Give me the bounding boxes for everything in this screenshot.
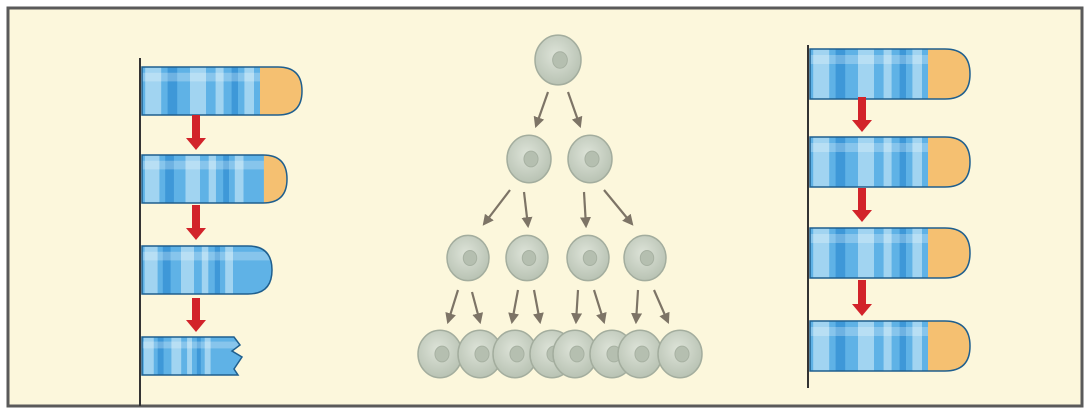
right-chromosome-outline bbox=[809, 48, 971, 100]
cell bbox=[505, 234, 549, 282]
left-chromosome-body bbox=[142, 67, 302, 115]
right-chromosome-3 bbox=[809, 227, 971, 279]
right-chromosome-2 bbox=[809, 136, 971, 188]
division-arrow bbox=[445, 289, 460, 325]
right-chromosome-outline bbox=[809, 136, 971, 188]
division-arrow bbox=[508, 289, 520, 325]
right-telomere-cap bbox=[928, 137, 970, 187]
division-arrow bbox=[533, 91, 550, 129]
division-arrow bbox=[592, 289, 607, 325]
cell bbox=[534, 34, 582, 86]
division-arrow bbox=[532, 289, 544, 325]
left-red-arrow bbox=[186, 205, 206, 240]
right-chromosome-body bbox=[810, 137, 970, 187]
left-chromosome-1 bbox=[141, 66, 303, 116]
left-chromosome-outline bbox=[141, 66, 303, 116]
division-arrow bbox=[470, 291, 484, 325]
cell bbox=[657, 329, 703, 379]
right-telomere-cap bbox=[928, 321, 970, 371]
division-arrow bbox=[482, 189, 511, 226]
division-arrow bbox=[521, 191, 533, 229]
cell bbox=[617, 329, 663, 379]
division-arrow bbox=[571, 289, 583, 325]
cell bbox=[623, 234, 667, 282]
cell bbox=[552, 329, 598, 379]
right-chromosome-body bbox=[810, 49, 970, 99]
right-red-arrow bbox=[852, 97, 872, 132]
left-red-arrow bbox=[186, 115, 206, 150]
cell-division-tree bbox=[417, 34, 703, 379]
division-arrow bbox=[603, 189, 634, 226]
cell bbox=[492, 329, 538, 379]
left-telomere-cap bbox=[260, 67, 302, 115]
left-telomere-cap bbox=[263, 155, 287, 203]
right-telomere-cap bbox=[928, 49, 970, 99]
right-red-arrow bbox=[852, 280, 872, 316]
division-arrow bbox=[579, 191, 591, 229]
right-chromosome-outline bbox=[809, 227, 971, 279]
cell bbox=[457, 329, 503, 379]
division-arrow bbox=[652, 289, 670, 325]
left-chromosome-outline bbox=[141, 245, 273, 295]
cell bbox=[566, 234, 610, 282]
cell bbox=[417, 329, 463, 379]
cell bbox=[506, 134, 552, 184]
right-stable-chromosomes bbox=[809, 48, 971, 372]
right-chromosome-4 bbox=[809, 320, 971, 372]
right-chromosome-1 bbox=[809, 48, 971, 100]
left-chromosome-body bbox=[142, 337, 242, 375]
cell bbox=[567, 134, 613, 184]
cell bbox=[446, 234, 490, 282]
left-shortening-chromosomes bbox=[141, 66, 303, 376]
right-chromosome-outline bbox=[809, 320, 971, 372]
left-chromosome-outline bbox=[141, 154, 288, 204]
division-arrow bbox=[566, 91, 583, 129]
left-chromosome-body bbox=[142, 246, 272, 294]
division-arrow bbox=[631, 289, 643, 325]
left-red-arrow bbox=[186, 298, 206, 332]
right-chromosome-body bbox=[810, 321, 970, 371]
left-chromosome-4 bbox=[141, 336, 244, 376]
left-chromosome-3 bbox=[141, 245, 273, 295]
left-chromosome-2 bbox=[141, 154, 288, 204]
left-chromosome-body bbox=[142, 155, 287, 203]
right-chromosome-body bbox=[810, 228, 970, 278]
right-telomere-cap bbox=[928, 228, 970, 278]
right-red-arrow bbox=[852, 188, 872, 222]
left-chromosome-outline bbox=[141, 336, 244, 376]
